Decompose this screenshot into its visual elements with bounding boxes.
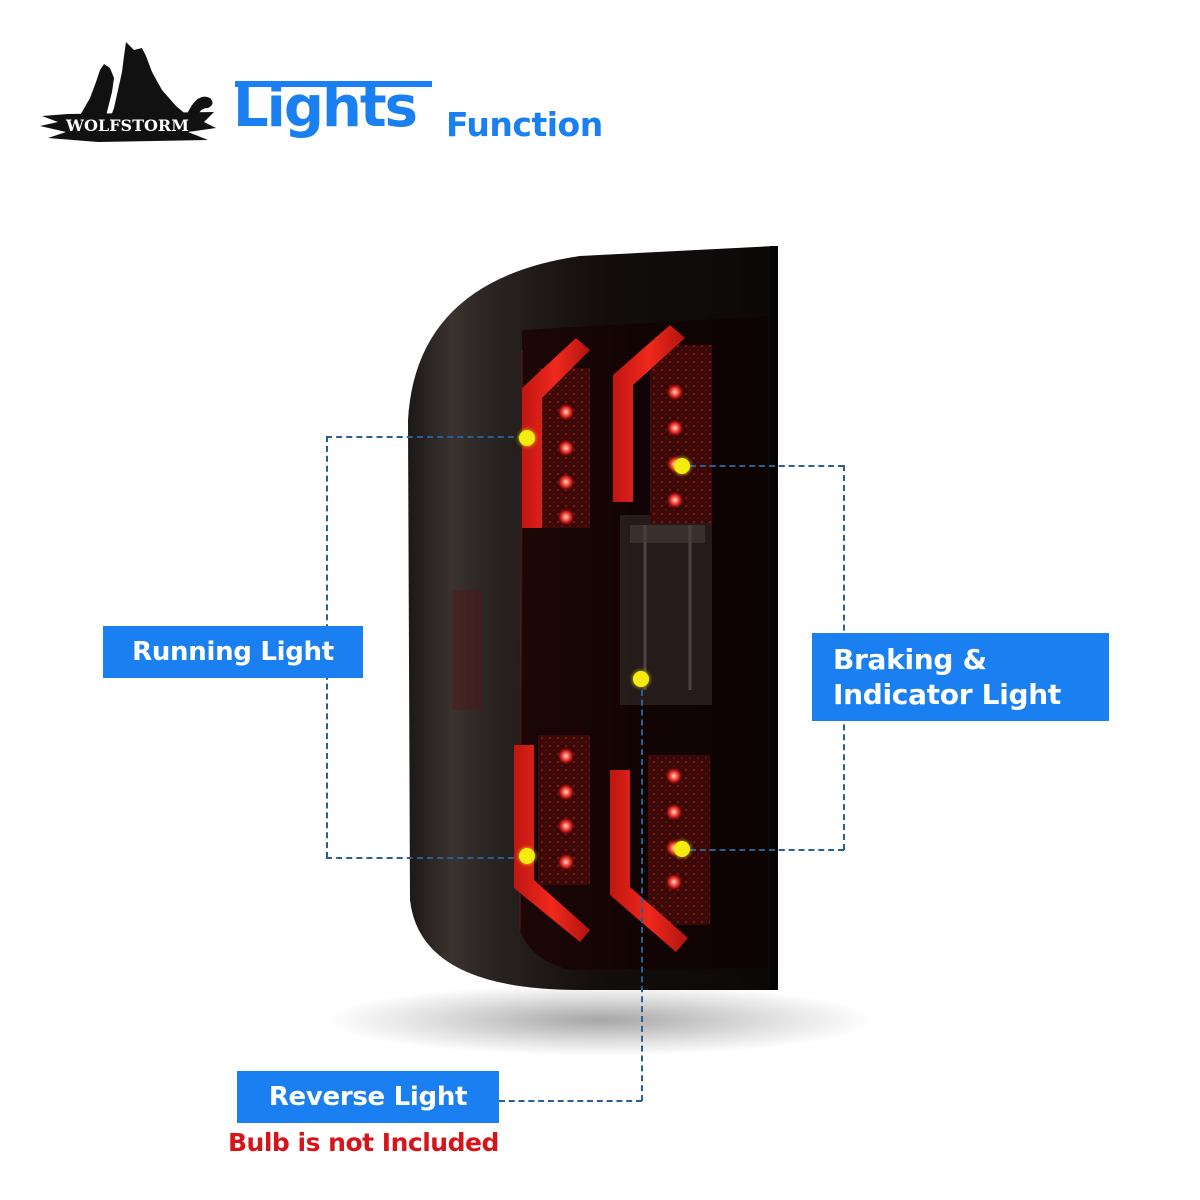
page-subtitle: Function [446, 105, 603, 144]
wolf-logo-icon [40, 42, 216, 142]
running-light-text: Running Light [132, 637, 334, 667]
braking-marker-top [674, 458, 690, 474]
reverse-marker [633, 671, 649, 687]
braking-marker-bottom [674, 841, 690, 857]
running-marker-top [519, 430, 535, 446]
brand-name: WOLFSTORM [66, 116, 189, 135]
reverse-connector-vertical [641, 680, 643, 1101]
reverse-connector-horizontal [499, 1100, 642, 1102]
braking-text-line1: Braking & [833, 643, 987, 676]
reverse-light-text: Reverse Light [268, 1082, 468, 1112]
braking-connector-bottom [690, 849, 844, 851]
bulb-not-included-note: Bulb is not Included [228, 1128, 499, 1157]
braking-connector-top [690, 465, 844, 467]
reverse-light-label: Reverse Light [237, 1071, 499, 1123]
title-accent-bar [235, 81, 432, 87]
page-title: Lights [233, 75, 418, 140]
running-light-label: Running Light [103, 626, 363, 678]
running-marker-bottom [519, 848, 535, 864]
braking-indicator-label: Braking & Indicator Light [812, 633, 1109, 721]
running-connector-top [326, 436, 524, 438]
braking-text-line2: Indicator Light [833, 678, 1061, 711]
tail-light-image [408, 246, 778, 990]
running-connector-bottom [326, 857, 524, 859]
product-shadow [330, 985, 870, 1055]
